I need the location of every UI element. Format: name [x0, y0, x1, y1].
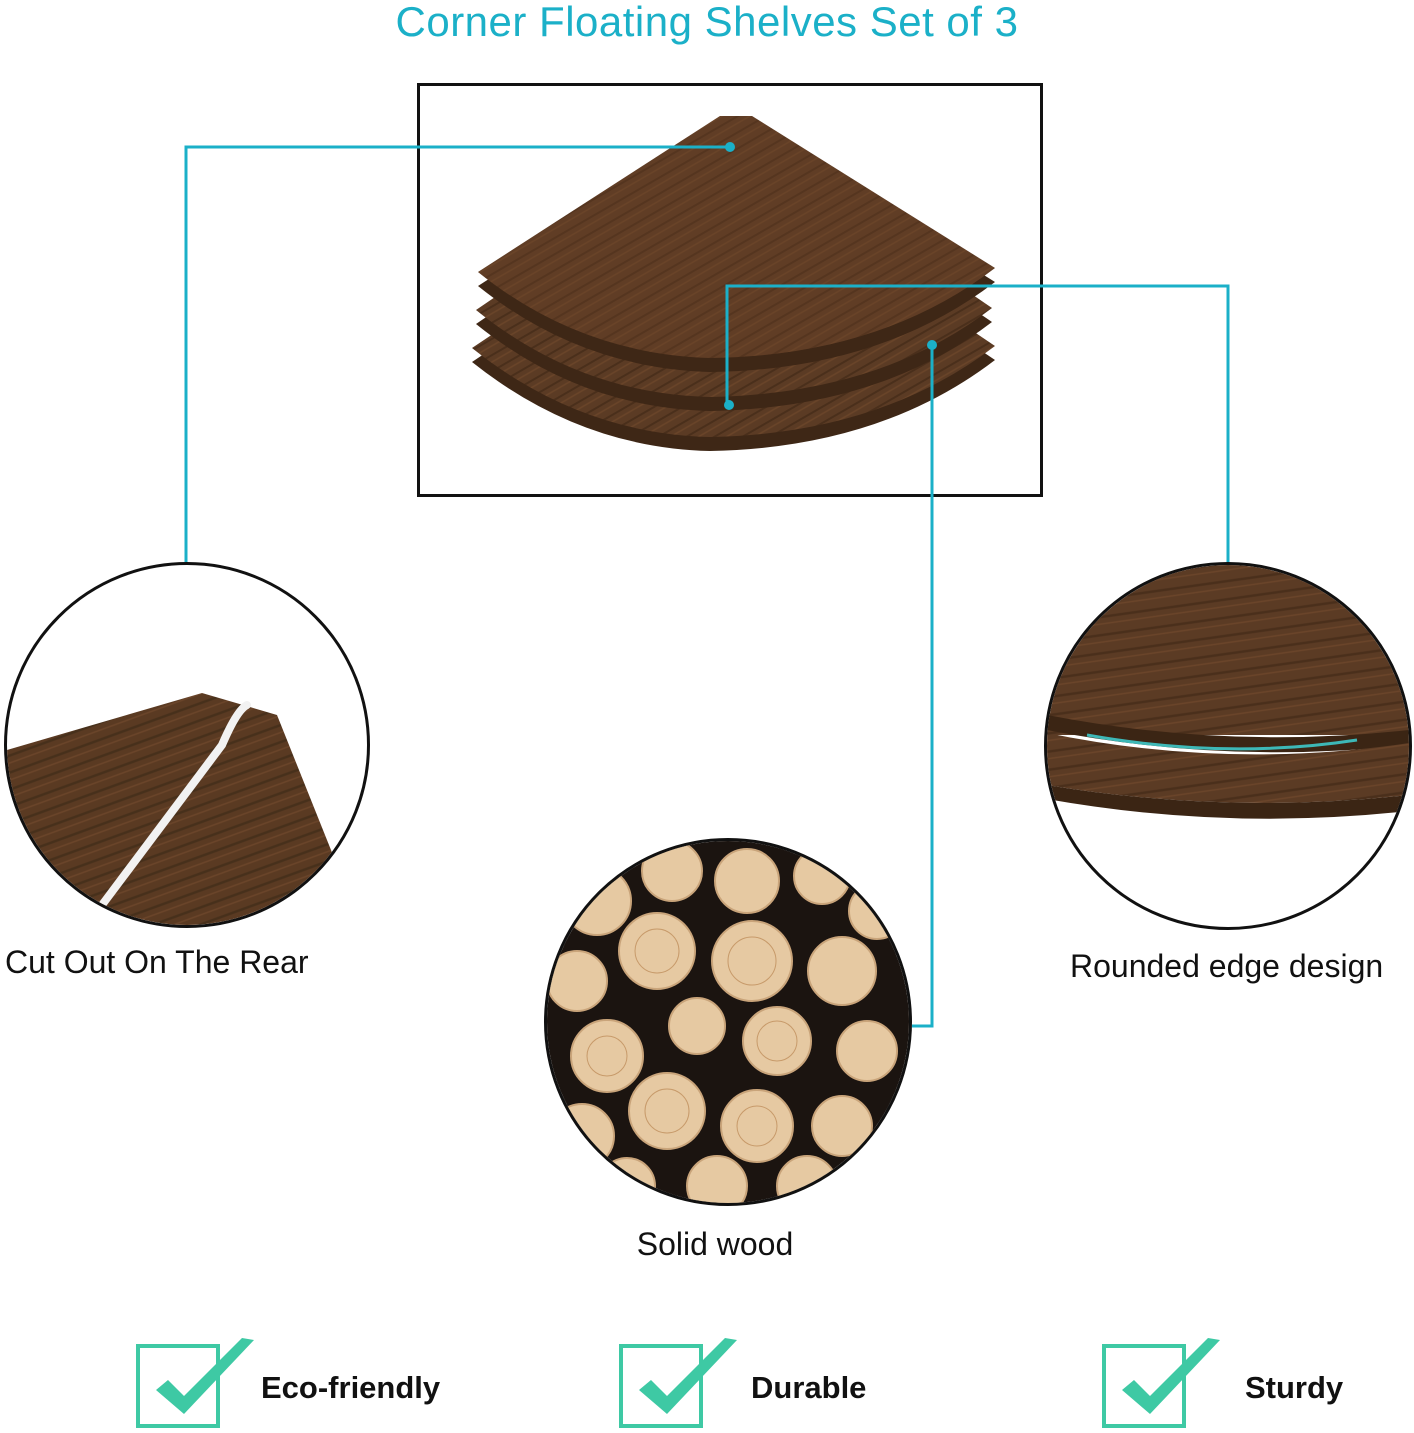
caption-rear-cutout: Cut Out On The Rear [5, 944, 309, 980]
checkmark-icon [156, 1338, 254, 1414]
feature-sturdy: Sturdy [1102, 1338, 1382, 1432]
page-title: Corner Floating Shelves Set of 3 [395, 0, 1019, 45]
checkmark-icon [1122, 1338, 1220, 1414]
feature-label: Eco-friendly [261, 1370, 441, 1405]
feature-eco-friendly: Eco-friendly [136, 1338, 476, 1432]
feature-durable: Durable [619, 1338, 899, 1432]
caption-rounded-edge: Rounded edge design [1070, 948, 1384, 984]
rear-cutout-detail-image [4, 562, 370, 928]
shelf-stack-image [472, 116, 995, 451]
checkmark-icon [639, 1338, 737, 1414]
feature-label: Sturdy [1245, 1370, 1344, 1405]
check-box [136, 1344, 220, 1428]
solid-wood-detail-image [544, 838, 912, 1206]
product-image-frame [417, 83, 1043, 497]
rounded-edge-detail-image [1044, 562, 1412, 930]
check-box [619, 1344, 703, 1428]
feature-label: Durable [751, 1370, 867, 1405]
caption-solid-wood: Solid wood [636, 1226, 794, 1262]
